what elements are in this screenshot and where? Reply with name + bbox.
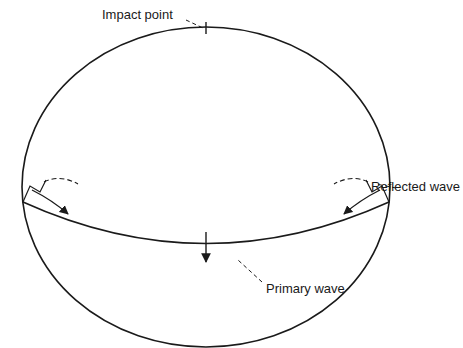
leader-line bbox=[238, 260, 262, 282]
reflected-wave bbox=[44, 178, 78, 184]
reflected-label: Reflected wave bbox=[371, 180, 460, 194]
reflected-wave bbox=[334, 178, 368, 184]
primary-label: Primary wave bbox=[266, 282, 345, 296]
leader-line bbox=[186, 20, 203, 28]
impact-label: Impact point bbox=[102, 8, 173, 22]
propagation-arrow bbox=[205, 232, 206, 262]
sphere-outline bbox=[22, 27, 390, 347]
impact-tick bbox=[205, 22, 206, 34]
reflected-arrow bbox=[32, 190, 68, 214]
